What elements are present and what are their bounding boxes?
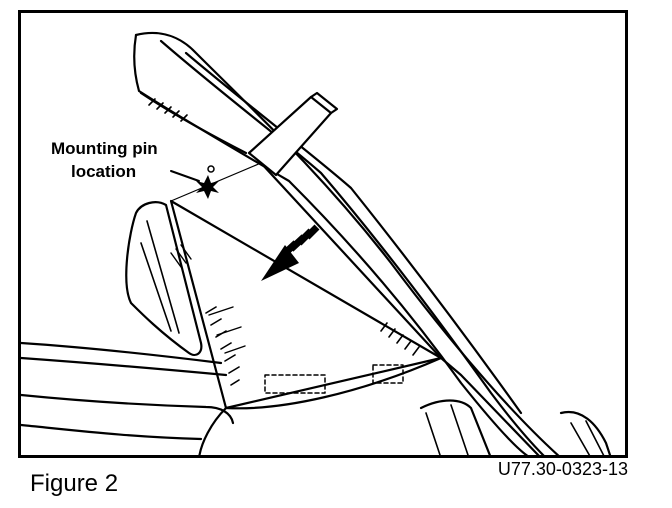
trim-line-1 [439,356,540,455]
door-body-line-2 [21,356,228,377]
window-assembly-drawing [21,31,612,455]
mounting-pin-marker-icon [196,165,219,199]
callout-leader [170,170,200,182]
window-sill-line [224,356,443,410]
installation-direction-arrow-icon [261,224,320,281]
frame-channel-line [159,39,545,455]
retaining-clip-top [309,91,339,115]
frame-edge-line [139,91,248,155]
callout-mounting-pin-line-2: location [71,162,137,181]
callout-mounting-pin-line-1: Mounting pin [51,139,158,158]
door-frame-inner [133,33,529,455]
seal-hatching-top [148,98,188,122]
trim-line-2 [559,410,612,455]
illustration-frame: Mounting pin location [18,10,628,458]
door-body-line-5 [198,406,228,455]
door-body-line-3 [21,393,235,425]
vent-window-inner [140,220,180,334]
quarter-glass [169,199,443,410]
door-frame-outer [134,31,560,455]
trim-piece [419,399,491,455]
glass-reflection [170,244,192,268]
door-body-line-4 [21,423,203,441]
hidden-pin-left [264,374,326,394]
frame-channel-line-2 [184,51,523,415]
vent-window-outer [125,201,203,357]
reference-code: U77.30-0323-13 [497,459,628,479]
figure-caption: Figure 2 [30,470,119,497]
seal-hatching-right [380,322,420,356]
quarter-glass-top-edge [259,161,443,360]
door-body-line-1 [21,341,223,365]
